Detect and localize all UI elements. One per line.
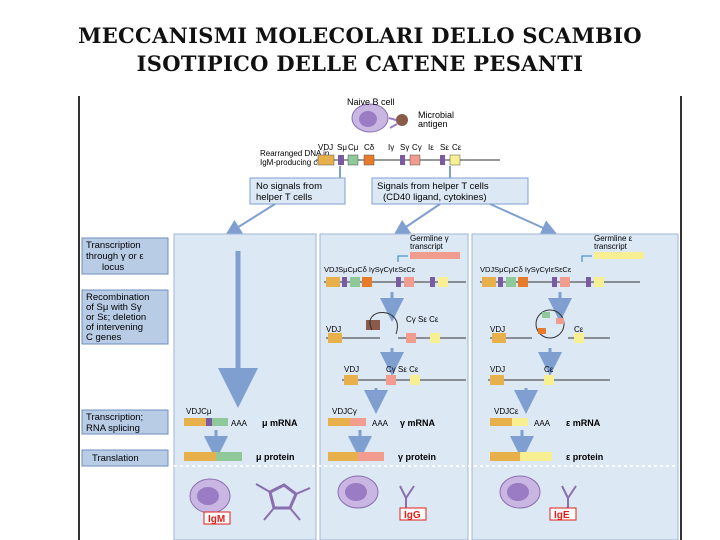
svg-text:γ mRNA: γ mRNA [400,418,436,428]
svg-text:Cε: Cε [544,365,554,374]
svg-text:VDJ: VDJ [490,325,505,334]
igg-loop: VDJ Cγ Sε Cε [326,312,466,343]
rearranged-label-2: IgM-producing cells [260,158,329,167]
svg-text:of Sμ with Sγ: of Sμ with Sγ [86,302,142,313]
svg-text:VDJCμ: VDJCμ [186,407,212,416]
naive-b-cell: Naive B cell [347,97,395,133]
naive-b-cell-label: Naive B cell [347,97,395,107]
svg-text:AAA: AAA [231,419,248,428]
igm-cell: IgM [189,478,311,525]
svg-text:ε mRNA: ε mRNA [566,418,601,428]
germline-dna: VDJ Sμ Cμ Cδ Iγ Sγ Cγ Iε Sε Cε [316,143,500,166]
svg-text:Cγ Sε Cε: Cγ Sε Cε [386,365,419,374]
svg-text:transcript: transcript [410,242,444,251]
svg-text:VDJSμCμCδ IγSγCγIεSεCε: VDJSμCμCδ IγSγCγIεSεCε [324,265,416,274]
svg-text:Transcription;: Transcription; [86,412,143,423]
svg-text:VDJSμCμCδ IγSγCγIεSεCε: VDJSμCμCδ IγSγCγIεSεCε [480,265,572,274]
mu-mrna: AAA μ mRNA [184,418,298,428]
microbial-antigen: Microbial antigen [388,110,454,129]
svg-text:RNA splicing: RNA splicing [86,423,140,434]
svg-text:Transcription: Transcription [86,240,141,251]
svg-text:Germline ε: Germline ε [594,234,633,243]
signals-line-1: Signals from helper T cells [377,181,489,192]
gene-cmu: Cμ [348,143,359,152]
svg-text:locus: locus [102,262,124,273]
epsilon-protein: ε protein [490,452,603,462]
svg-text:VDJ: VDJ [344,365,359,374]
gene-sepsilon: Sε [440,143,449,152]
microbial-label-2: antigen [418,119,448,129]
page-title: MECCANISMI MOLECOLARI DELLO SCAMBIO ISOT… [0,22,720,78]
gamma-protein: γ protein [328,452,436,462]
no-signals-line-2: helper T cells [256,192,312,203]
gene-cdelta: Cδ [364,143,375,152]
svg-text:Recombination: Recombination [86,292,149,303]
svg-text:ε protein: ε protein [566,452,603,462]
igg-switched-dna: VDJ Cγ Sε Cε [342,365,466,385]
no-signals-box [249,177,346,205]
svg-text:of intervening: of intervening [86,322,143,333]
mu-protein: μ protein [184,452,295,462]
igg-dna-row [324,277,466,287]
svg-text:AAA: AAA [372,419,389,428]
igg-cell: IgG [337,475,427,521]
svg-text:VDJCγ: VDJCγ [332,407,357,416]
gene-vdj: VDJ [318,143,333,152]
step-translation: Translation [81,449,169,467]
gene-igamma: Iγ [388,143,394,152]
svg-text:Germline γ: Germline γ [410,234,449,243]
svg-text:VDJ: VDJ [326,325,341,334]
svg-text:Cγ Sε Cε: Cγ Sε Cε [406,315,439,324]
svg-text:γ protein: γ protein [398,452,436,462]
svg-text:transcript: transcript [594,242,628,251]
svg-text:VDJ: VDJ [490,365,505,374]
gene-cgamma: Cγ [412,143,422,152]
ige-label: IgE [554,510,570,521]
igm-label: IgM [208,514,225,525]
epsilon-mrna: AAA ε mRNA [490,418,601,428]
igg-label: IgG [404,510,421,521]
gene-smu: Sμ [337,143,347,152]
svg-text:or Sε; deletion: or Sε; deletion [86,312,146,323]
microbial-label-1: Microbial [418,110,454,120]
svg-text:through γ or ε: through γ or ε [86,251,144,262]
class-switch-diagram: Naive B cell Microbial antigen Rearrange… [81,97,679,540]
gene-sgamma: Sγ [400,143,409,152]
gene-iepsilon: Iε [428,143,434,152]
ige-dna-row [480,277,640,287]
step-recombination: Recombination of Sμ with Sγ or Sε; delet… [81,289,169,345]
rearranged-label-1: Rearranged DNA in [260,149,329,158]
ige-cell: IgE [499,475,577,521]
step-transcription: Transcription through γ or ε locus [81,237,169,275]
diagram-frame: Naive B cell Microbial antigen Rearrange… [78,96,682,540]
gene-cepsilon: Cε [452,143,462,152]
title-line-1: MECCANISMI MOLECOLARI DELLO SCAMBIO [78,23,642,48]
svg-text:VDJCε: VDJCε [494,407,519,416]
svg-text:AAA: AAA [534,419,551,428]
svg-text:μ protein: μ protein [256,452,295,462]
svg-text:Cε: Cε [574,325,584,334]
gamma-mrna: AAA γ mRNA [328,418,436,428]
ige-loop: VDJ Cε [490,309,610,343]
svg-text:Translation: Translation [92,453,139,464]
signals-box [371,177,529,205]
svg-text:μ mRNA: μ mRNA [262,418,298,428]
svg-text:C genes: C genes [86,332,122,343]
title-line-2: ISOTIPICO DELLE CATENE PESANTI [136,51,584,76]
no-signals-line-1: No signals from [256,181,322,192]
step-splicing: Transcription; RNA splicing [81,409,169,435]
signals-line-2: (CD40 ligand, cytokines) [383,192,487,203]
ige-switched-dna: VDJ Cε [488,365,610,385]
